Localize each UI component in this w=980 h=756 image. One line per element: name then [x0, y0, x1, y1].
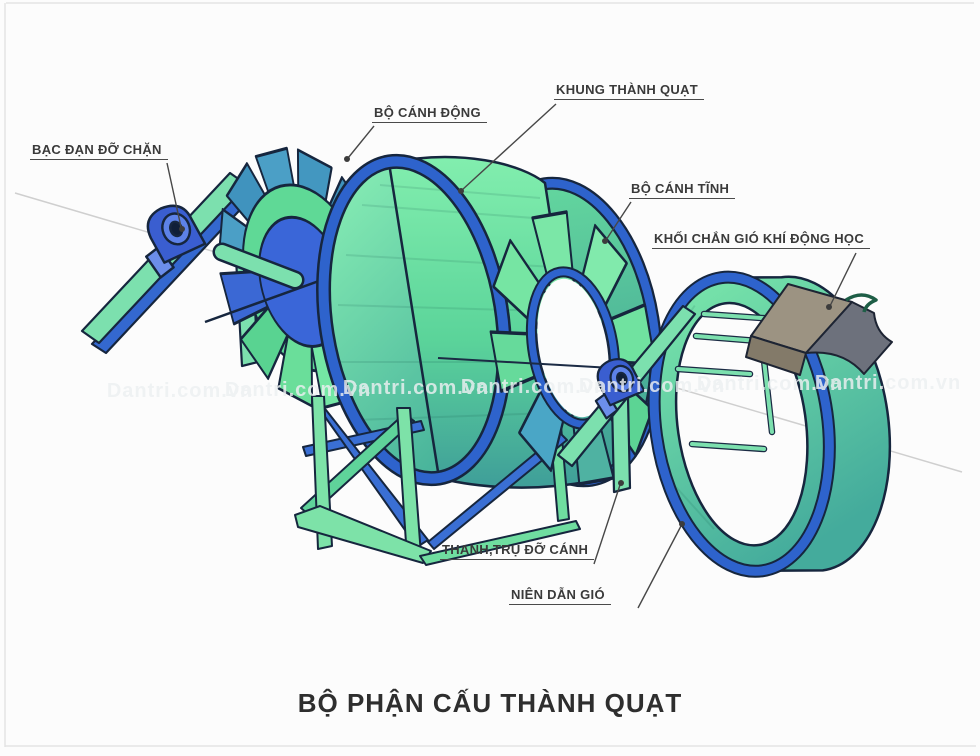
watermark-text: Dantri.com.vn: [697, 373, 843, 395]
bearing-foot: [145, 245, 175, 279]
stand-rear-base: [419, 520, 581, 566]
stator-shaft-line: [437, 357, 613, 369]
watermark-text: Dantri.com.vn: [579, 375, 725, 397]
label-thrust-bearing: BẠC ĐẠN ĐỠ CHẶN: [30, 142, 168, 161]
block-hook: [845, 293, 878, 313]
watermark-text: Dantri.com.vn: [343, 377, 489, 399]
rotor-shaft: [215, 245, 302, 287]
drum-left-rim: [318, 156, 510, 484]
label-support: THANH,TRỤ ĐỠ CÁNH: [440, 542, 595, 561]
label-stator: BỘ CÁNH TĨNH: [629, 181, 736, 200]
support-bearing-foot: [594, 391, 619, 420]
watermark-row: Dantri.com.vn Dantri.com.vn Dantri.com.v…: [107, 372, 961, 402]
stand-rear-brace: [427, 432, 568, 550]
stator-hub-hole: [537, 278, 609, 418]
watermark-text: Dantri.com.vn: [815, 372, 961, 394]
watermark-text: Dantri.com.vn: [107, 380, 253, 402]
label-aero-block: KHỐI CHẮN GIÓ KHÍ ĐỘNG HỌC: [652, 231, 871, 250]
support-bearing: [594, 358, 646, 420]
support-stand: [294, 395, 581, 566]
block-side-face: [805, 301, 893, 375]
blade-support-assembly: [556, 304, 697, 494]
pillow-block-bearing: [145, 204, 207, 279]
label-frame: KHUNG THÀNH QUẠT: [554, 82, 705, 101]
aero-block: [745, 283, 893, 376]
support-bearing-hole: [616, 371, 628, 386]
label-rotor: BỘ CÁNH ĐỘNG: [372, 105, 487, 124]
page-frame-lines: [4, 2, 976, 747]
block-front-face: [745, 335, 807, 376]
watermark-text: Dantri.com.vn: [461, 376, 607, 398]
leader-lines: [166, 103, 857, 609]
label-guide-ring: NIÊN DẪN GIÓ: [509, 587, 611, 606]
diagram-title: BỘ PHẬN CẤU THÀNH QUẠT: [297, 688, 683, 718]
ring-blue-rim: [649, 272, 834, 576]
leader-dots: [179, 156, 832, 527]
watermark-text: Dantri.com.vn: [225, 379, 371, 401]
